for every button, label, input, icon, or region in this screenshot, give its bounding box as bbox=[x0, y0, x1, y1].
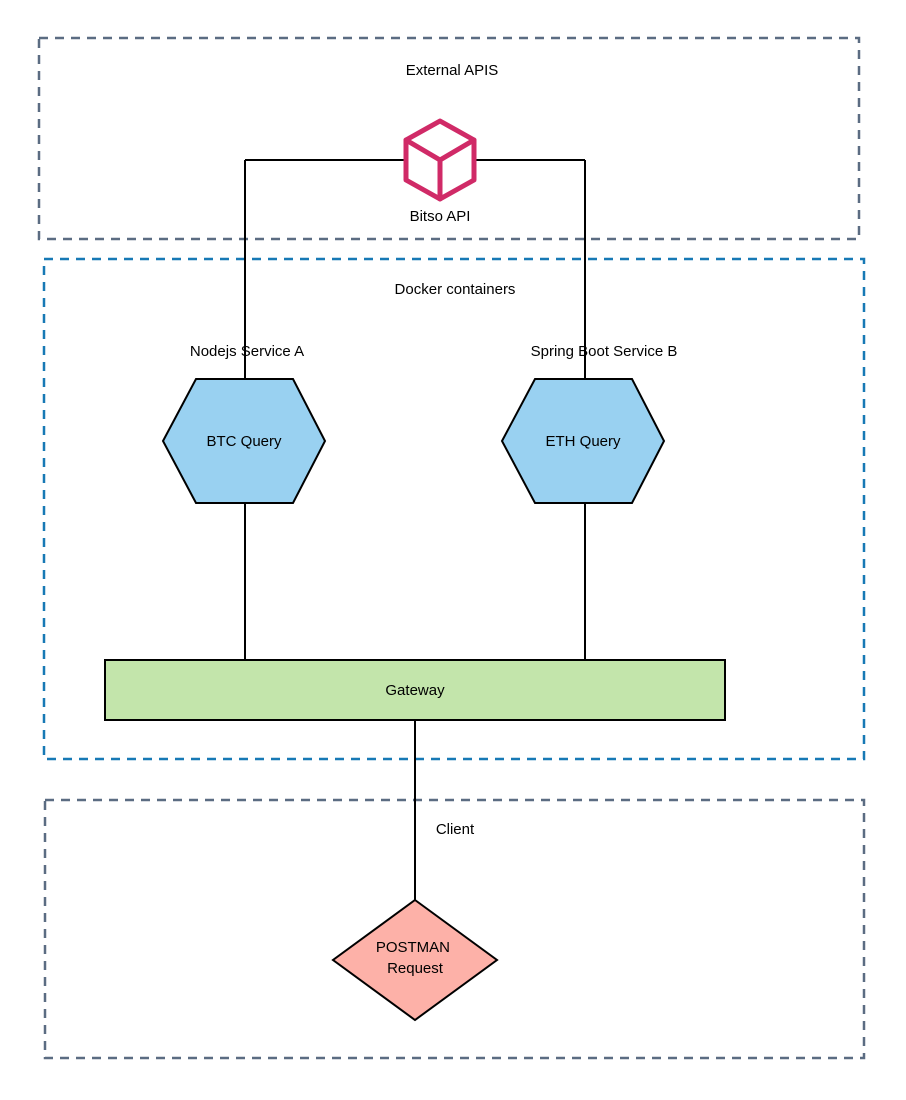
bitso-api-label: Bitso API bbox=[410, 208, 471, 225]
btc-query-hexagon bbox=[161, 378, 327, 504]
gateway-rect bbox=[104, 659, 726, 721]
external-apis-label: External APIS bbox=[406, 62, 499, 79]
eth-query-hexagon bbox=[500, 378, 666, 504]
postman-label-line2: Request bbox=[387, 960, 444, 977]
external-apis-container[interactable] bbox=[37, 36, 861, 241]
docker-containers-label: Docker containers bbox=[395, 281, 516, 298]
bitso-api-node[interactable]: Bitso API bbox=[403, 118, 477, 225]
eth-query-label: ETH Query bbox=[545, 433, 621, 450]
postman-diamond bbox=[331, 898, 499, 1022]
cube-icon-inner-edges bbox=[403, 137, 477, 202]
btc-query-node[interactable]: BTC Query bbox=[161, 378, 327, 504]
postman-label-line1: POSTMAN bbox=[376, 939, 450, 956]
postman-label: POSTMAN Request bbox=[376, 939, 454, 977]
service-a-title: Nodejs Service A bbox=[190, 343, 304, 360]
eth-query-node[interactable]: ETH Query bbox=[500, 378, 666, 504]
btc-query-label: BTC Query bbox=[206, 433, 282, 450]
gateway-label: Gateway bbox=[385, 682, 445, 699]
gateway-node[interactable]: Gateway bbox=[104, 659, 726, 721]
postman-request-node[interactable]: POSTMAN Request bbox=[331, 898, 499, 1022]
client-label: Client bbox=[436, 821, 475, 838]
client-container[interactable] bbox=[43, 798, 866, 1060]
docker-containers-container[interactable] bbox=[42, 257, 866, 761]
service-b-title: Spring Boot Service B bbox=[531, 343, 678, 360]
